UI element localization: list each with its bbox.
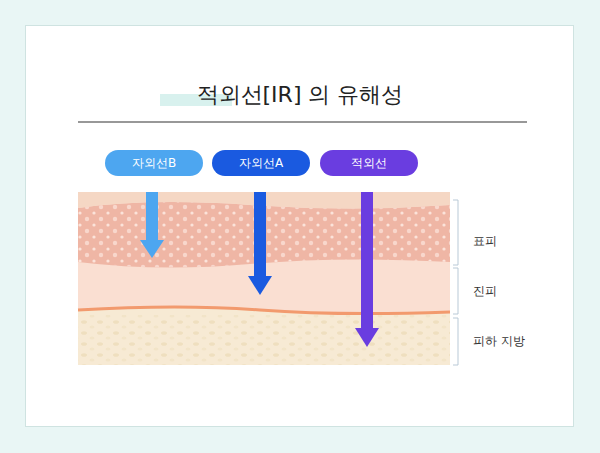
layer-label: 표피 (473, 233, 497, 250)
radiation-pill: 적외선 (320, 150, 418, 176)
layer-label: 피하 지방 (473, 333, 525, 350)
pill-text: 자외선B (132, 155, 176, 172)
diagram-title: 적외선[IR] 의 유해성 (0, 80, 600, 110)
radiation-pill: 자외선B (105, 150, 203, 176)
layer-label: 진피 (473, 283, 497, 300)
pill-text: 자외선A (239, 155, 283, 172)
pill-text: 적외선 (351, 155, 387, 172)
radiation-pill: 자외선A (212, 150, 310, 176)
